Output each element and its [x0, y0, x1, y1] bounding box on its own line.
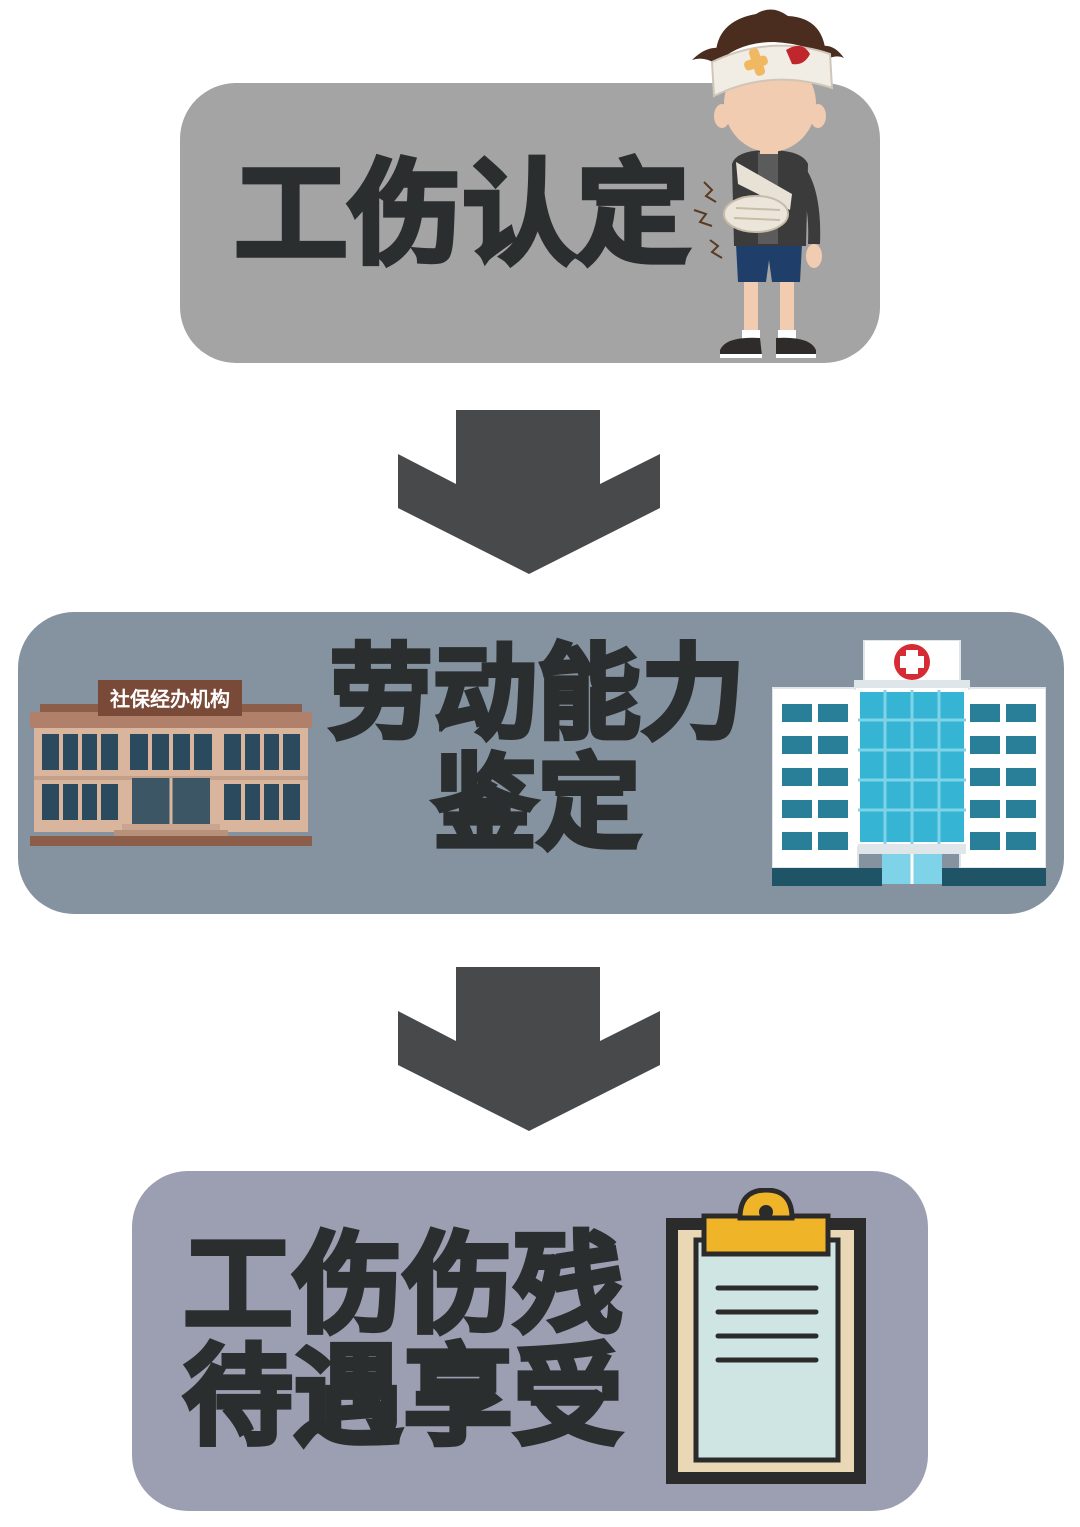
agency-sign-label: 社保经办机构 — [109, 687, 230, 711]
arrow-down-icon — [398, 410, 660, 574]
arrow-down-icon — [398, 967, 660, 1131]
step-2-title: 劳动能力 鉴定 — [328, 635, 747, 865]
step-3-title: 工伤伤残 待遇享受 — [181, 1223, 625, 1461]
social-security-office-icon: 社保经办机构 — [30, 680, 312, 846]
step-1-title: 工伤认定 — [233, 150, 692, 280]
hospital-icon — [772, 640, 1046, 886]
clipboard-icon — [666, 1188, 866, 1484]
injured-person-icon — [692, 9, 844, 358]
